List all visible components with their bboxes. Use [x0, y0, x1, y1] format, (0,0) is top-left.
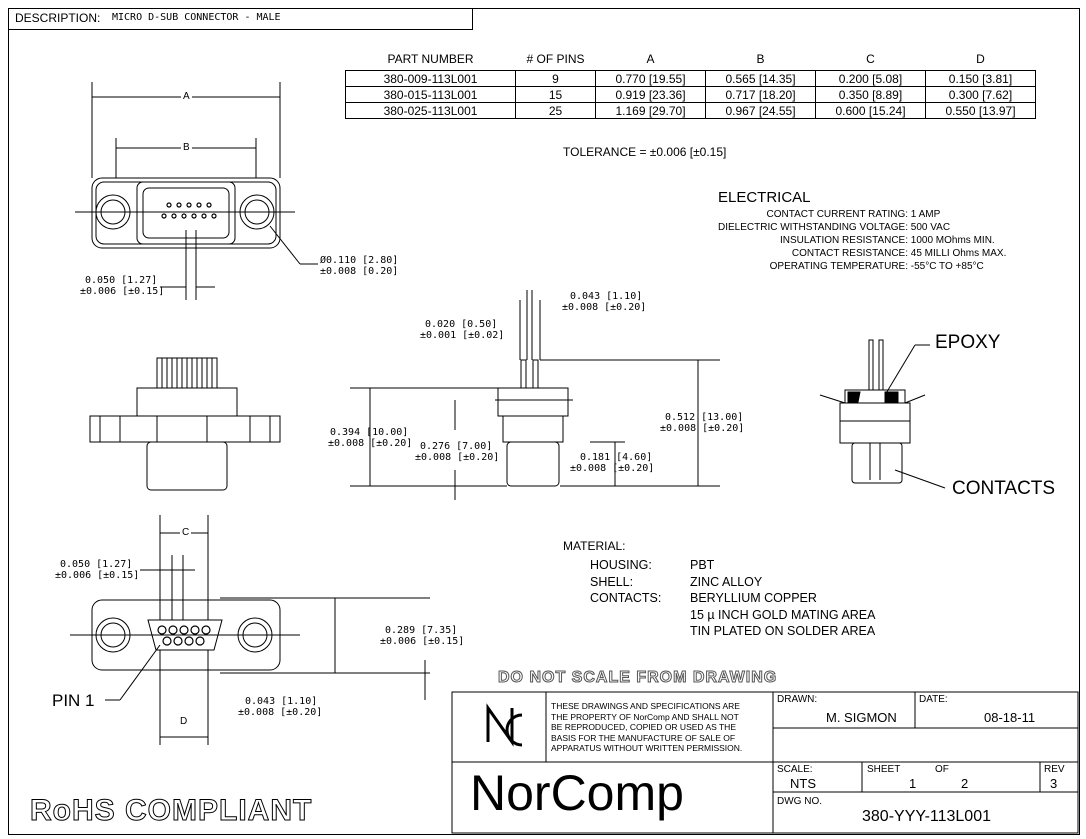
rev-label: REV	[1044, 764, 1065, 775]
cell: 1.169 [29.70]	[595, 102, 706, 119]
pitch-bottom-tol: ±0.006 [±0.15]	[55, 570, 140, 581]
tail-dim: 0.181 [4.60]	[580, 452, 653, 463]
sheet-border	[8, 8, 1080, 835]
material-row: TIN PLATED ON SOLDER AREA	[690, 624, 876, 638]
company-name: NorComp	[470, 765, 684, 821]
tolerance-note: TOLERANCE = ±0.006 [±0.15]	[563, 145, 727, 159]
pin1-callout: PIN 1	[52, 691, 95, 710]
legal-notice: THESE DRAWINGS AND SPECIFICATIONS ARE TH…	[551, 701, 743, 753]
material-title: MATERIAL:	[563, 539, 626, 553]
overall-tol: ±0.008 [±0.20]	[660, 423, 745, 434]
dim-a-label: A	[181, 91, 192, 102]
header-d: D	[976, 52, 985, 66]
material-row: CONTACTS:BERYLLIUM COPPER	[590, 591, 817, 605]
section-view	[819, 339, 946, 489]
dim-d-label: D	[180, 716, 188, 727]
side-view	[89, 357, 281, 491]
cell: 380-015-113L001	[345, 86, 516, 103]
spec-row: OPERATING TEMPERATURE: -55°C TO +85°C	[769, 261, 984, 272]
spec-row: INSULATION RESISTANCE: 1000 MOhms MIN.	[780, 235, 995, 246]
cell: 380-025-113L001	[345, 102, 516, 119]
row-dim: 0.289 [7.35]	[385, 625, 458, 636]
height-tol: ±0.008 [±0.20]	[328, 438, 413, 449]
dim-c-label: C	[180, 527, 192, 538]
of-label: OF	[935, 764, 949, 775]
profile-view	[350, 290, 720, 500]
row-spacing-dim: 0.043 [1.10]	[245, 696, 318, 707]
description-value: MICRO D-SUB CONNECTOR - MALE	[112, 12, 281, 23]
scale-value: NTS	[790, 776, 816, 791]
norcomp-logo	[486, 703, 523, 747]
cell: 0.200 [5.08]	[815, 70, 926, 87]
sheet-value: 1	[909, 776, 917, 791]
tail-tol: ±0.008 [±0.20]	[570, 463, 655, 474]
dwg-no-value: 380-YYY-113L001	[862, 808, 991, 825]
sheet-label: SHEET	[867, 764, 901, 775]
electrical-title: ELECTRICAL	[718, 189, 811, 206]
top-view	[75, 82, 318, 300]
header-part-number: PART NUMBER	[387, 52, 474, 66]
bottom-view	[70, 515, 430, 745]
pitch-top-dim: 0.050 [1.27]	[85, 275, 158, 286]
dwg-no-label: DWG NO.	[777, 796, 822, 807]
dim-b-label: B	[181, 142, 192, 153]
rev-value: 3	[1050, 776, 1058, 791]
drawn-label: DRAWN:	[777, 694, 818, 705]
cell: 25	[515, 102, 596, 119]
material-row: HOUSING:PBT	[590, 558, 715, 572]
body-tol: ±0.008 [±0.20]	[415, 452, 500, 463]
hole-dia-dim: Ø0.110 [2.80]	[320, 255, 399, 266]
do-not-scale-notice: DO NOT SCALE FROM DRAWING	[497, 669, 778, 686]
spec-row: CONTACT CURRENT RATING: 1 AMP	[766, 209, 941, 220]
pitch-bottom-dim: 0.050 [1.27]	[60, 559, 133, 570]
spec-row: CONTACT RESISTANCE: 45 MILLI Ohms MAX.	[791, 248, 1007, 259]
description-box	[8, 8, 473, 30]
pin-spacing-tol: ±0.008 [±0.20]	[562, 302, 647, 313]
material-row: SHELL:ZINC ALLOY	[590, 574, 763, 589]
cell: 0.550 [13.97]	[925, 102, 1036, 119]
header-pins: # OF PINS	[526, 52, 585, 66]
material-specs: HOUSING:PBT SHELL:ZINC ALLOY CONTACTS:BE…	[590, 557, 910, 640]
pin-dia-dim: 0.020 [0.50]	[425, 319, 498, 330]
hole-dia-tol: ±0.008 [0.20]	[320, 266, 399, 277]
contacts-callout: CONTACTS	[952, 478, 1056, 499]
header-b: B	[756, 52, 765, 66]
date-label: DATE:	[919, 694, 948, 705]
parts-table: PART NUMBER # OF PINS A B C D 380-009-11…	[345, 48, 1036, 119]
row-tol: ±0.006 [±0.15]	[380, 636, 465, 647]
cell: 0.967 [24.55]	[705, 102, 816, 119]
of-value: 2	[961, 776, 969, 791]
header-a: A	[646, 52, 655, 66]
overall-dim: 0.512 [13.00]	[665, 412, 744, 423]
pitch-top-tol: ±0.006 [±0.15]	[80, 286, 165, 297]
height-dim: 0.394 [10.00]	[330, 427, 409, 438]
cell: 0.600 [15.24]	[815, 102, 926, 119]
date-value: 08-18-11	[984, 710, 1036, 725]
body-dim: 0.276 [7.00]	[420, 441, 493, 452]
electrical-specs: CONTACT CURRENT RATING: 1 AMP DIELECTRIC…	[660, 208, 1060, 273]
rohs-compliant-mark: RoHS COMPLIANT	[29, 794, 313, 827]
spec-row: DIELECTRIC WITHSTANDING VOLTAGE: 500 VAC	[717, 222, 951, 233]
description-label: DESCRIPTION:	[15, 11, 101, 25]
pin-spacing-dim: 0.043 [1.10]	[570, 291, 643, 302]
epoxy-callout: EPOXY	[935, 332, 1001, 353]
table-row: 380-025-113L001 25 1.169 [29.70] 0.967 […	[345, 102, 1036, 119]
title-block-frame	[451, 691, 1079, 834]
scale-label: SCALE:	[777, 764, 813, 775]
header-c: C	[866, 52, 875, 66]
drawn-value: M. SIGMON	[826, 710, 897, 725]
row-spacing-tol: ±0.008 [±0.20]	[238, 707, 323, 718]
pin-dia-tol: ±0.001 [±0.02]	[420, 330, 505, 341]
material-row: 15 µ INCH GOLD MATING AREA	[690, 607, 876, 622]
parts-header-row: PART NUMBER # OF PINS A B C D	[346, 48, 1036, 71]
